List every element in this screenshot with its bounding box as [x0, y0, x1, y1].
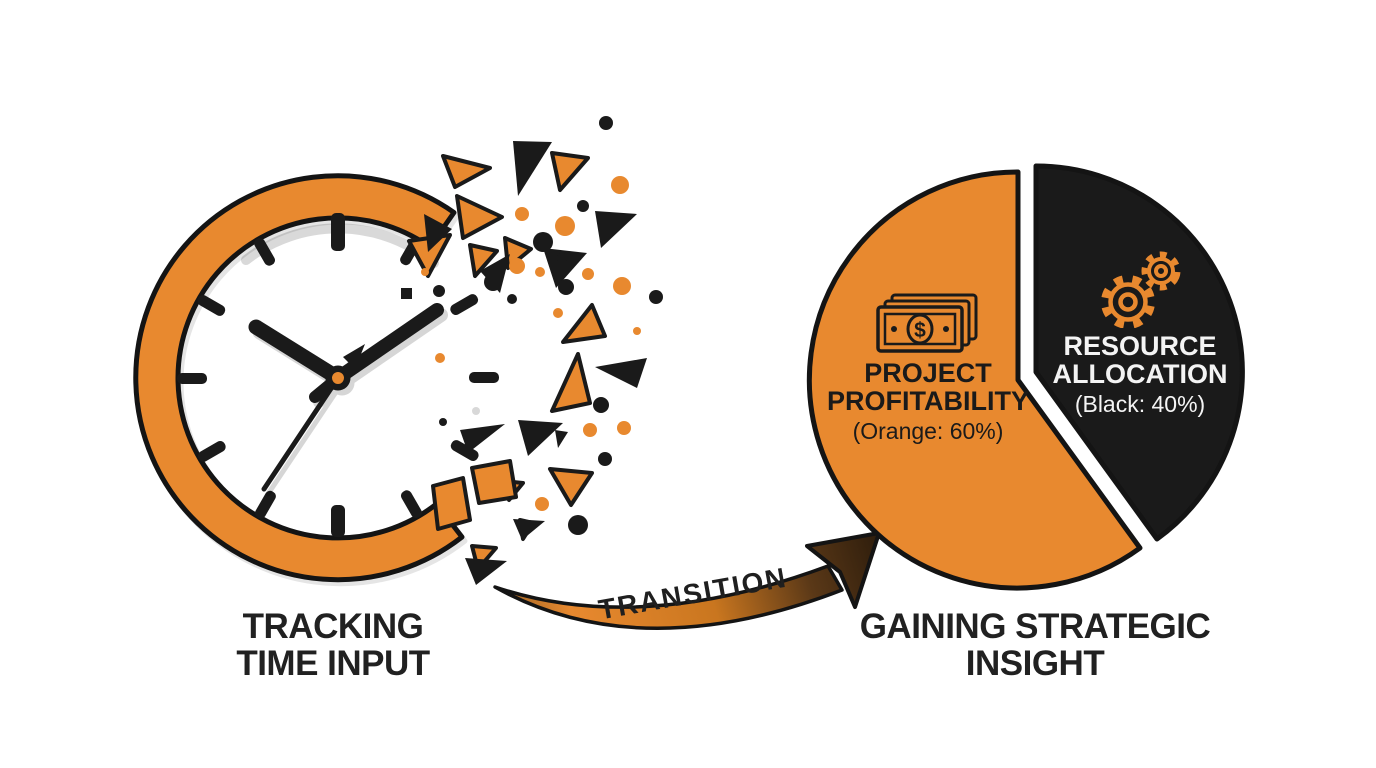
clock-hands: [248, 303, 444, 492]
fragment: [513, 141, 552, 196]
fragment: [555, 430, 568, 448]
fragment: [431, 476, 472, 531]
pie-label-resource-allocation: RESOURCE ALLOCATION (Black: 40%): [1032, 250, 1248, 418]
fragment: [599, 116, 613, 130]
fragment: [507, 294, 517, 304]
fragment: [460, 424, 505, 453]
fragment: [613, 277, 631, 295]
arrow-head: [805, 531, 881, 609]
fragment: [561, 303, 607, 344]
fragment: [611, 176, 629, 194]
pie-orange-title-line2: PROFITABILITY: [827, 386, 1029, 417]
fragment: [515, 207, 529, 221]
clock-tick: [450, 440, 479, 461]
pie-black-title-line2: ALLOCATION: [1052, 359, 1228, 390]
right-stage-title-line1: GAINING STRATEGIC: [859, 607, 1211, 646]
fragment: [433, 285, 445, 297]
pie-black-subtitle: (Black: 40%): [1074, 391, 1206, 418]
fragment: [553, 308, 563, 318]
pie-orange-title-line1: PROJECT: [864, 358, 992, 388]
clock-tick: [331, 505, 345, 537]
fragment: [533, 232, 553, 252]
fragment: [595, 358, 647, 388]
fragment: [509, 258, 525, 274]
clock-tick: [469, 372, 499, 383]
fragment: [617, 421, 631, 435]
fragment: [513, 519, 545, 540]
fragment: [558, 279, 574, 295]
fragment: [548, 467, 594, 507]
second-hand: [261, 375, 341, 492]
clock-tick: [450, 294, 479, 316]
fragment: [649, 290, 663, 304]
clock-ring: [133, 173, 465, 583]
fragment: [535, 497, 549, 511]
gears-icon: [1101, 251, 1181, 328]
fragment: [424, 214, 452, 252]
right-stage-title: GAINING STRATEGIC INSIGHT: [795, 608, 1275, 682]
fragment: [435, 353, 445, 363]
fragment: [593, 397, 609, 413]
pie-chart: [806, 163, 1245, 591]
fragment: [470, 459, 518, 505]
clock-ticks: [177, 213, 499, 537]
fragment: [465, 558, 507, 585]
clock-tick: [254, 237, 276, 266]
fragment: [598, 452, 612, 466]
fragment: [468, 243, 499, 278]
clock-tick: [177, 373, 207, 384]
right-stage-title-line2: INSIGHT: [965, 644, 1105, 683]
fragment: [555, 216, 575, 236]
shatter-fragments: [401, 116, 663, 585]
clock-tick: [331, 213, 345, 251]
clock-tick: [197, 440, 226, 462]
transition-arrow: [493, 531, 881, 630]
pie-slice-black: [1033, 163, 1245, 542]
dollar-symbol: $: [914, 319, 926, 342]
fragment: [583, 423, 597, 437]
left-stage-title-line2: TIME INPUT: [236, 644, 430, 683]
money-bills-icon: $: [876, 293, 978, 353]
fragment: [439, 418, 447, 426]
clock-tick: [400, 490, 422, 519]
fragment: [633, 327, 641, 335]
fragment: [543, 248, 587, 288]
fragment: [455, 194, 504, 240]
pie-orange-subtitle: (Orange: 60%): [852, 418, 1004, 445]
hour-hand: [248, 319, 346, 386]
fragment: [472, 407, 480, 415]
fragment: [557, 253, 567, 263]
pie-slice-orange: [806, 169, 1143, 591]
fragment: [577, 200, 589, 212]
fragment: [421, 268, 429, 276]
fragment: [401, 288, 412, 299]
minute-hand-barb: [343, 344, 365, 369]
fragment: [550, 352, 592, 413]
left-stage-title: TRACKING TIME INPUT: [133, 608, 533, 682]
fragment: [568, 515, 588, 535]
arrow-swoosh: [493, 564, 844, 630]
clock-tick: [197, 295, 226, 316]
fragment: [550, 151, 590, 192]
fragment: [441, 154, 492, 189]
left-stage-title-line1: TRACKING: [242, 607, 424, 646]
fragment: [518, 420, 563, 456]
fragment: [582, 268, 594, 280]
fragment: [484, 273, 502, 291]
clock-tick: [255, 490, 276, 519]
pie-label-project-profitability: $ PROJECT PROFITABILITY (Orange: 60%): [812, 293, 1044, 445]
clock-center-dot: [330, 370, 346, 386]
fragment: [595, 211, 637, 248]
pie-black-title-line1: RESOURCE: [1063, 331, 1217, 361]
clock-illustration: [133, 173, 499, 583]
fragment: [535, 267, 545, 277]
